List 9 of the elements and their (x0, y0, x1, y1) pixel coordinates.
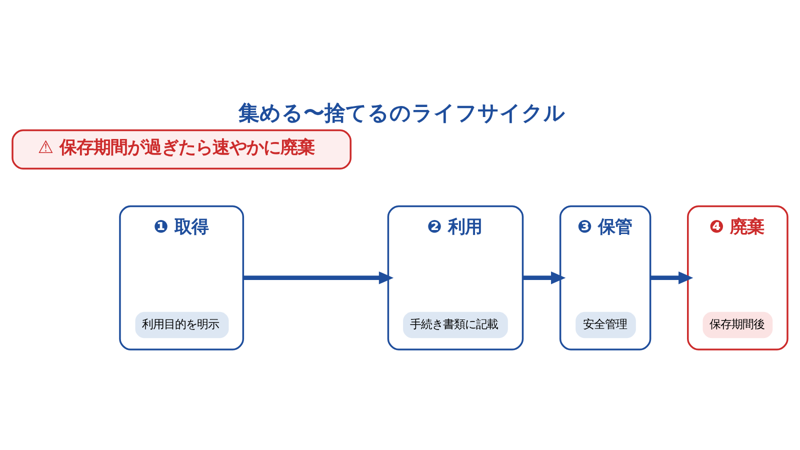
node-box: ❷ 利用 手続き書類に記載 (387, 205, 524, 350)
diagram-title: 集める〜捨てるのライフサイクル (238, 100, 566, 125)
node-box: ❶ 取得 利用目的を明示 (119, 205, 244, 350)
node-box: ❹ 廃棄 保存期間後 (687, 205, 788, 350)
node-box: ⚠ 保存期間が過ぎたら速やかに廃棄 (12, 129, 352, 170)
arrow (523, 271, 566, 284)
arrow (650, 271, 694, 284)
node-box: ❸ 保管 安全管理 (559, 205, 652, 350)
arrow (243, 271, 394, 284)
